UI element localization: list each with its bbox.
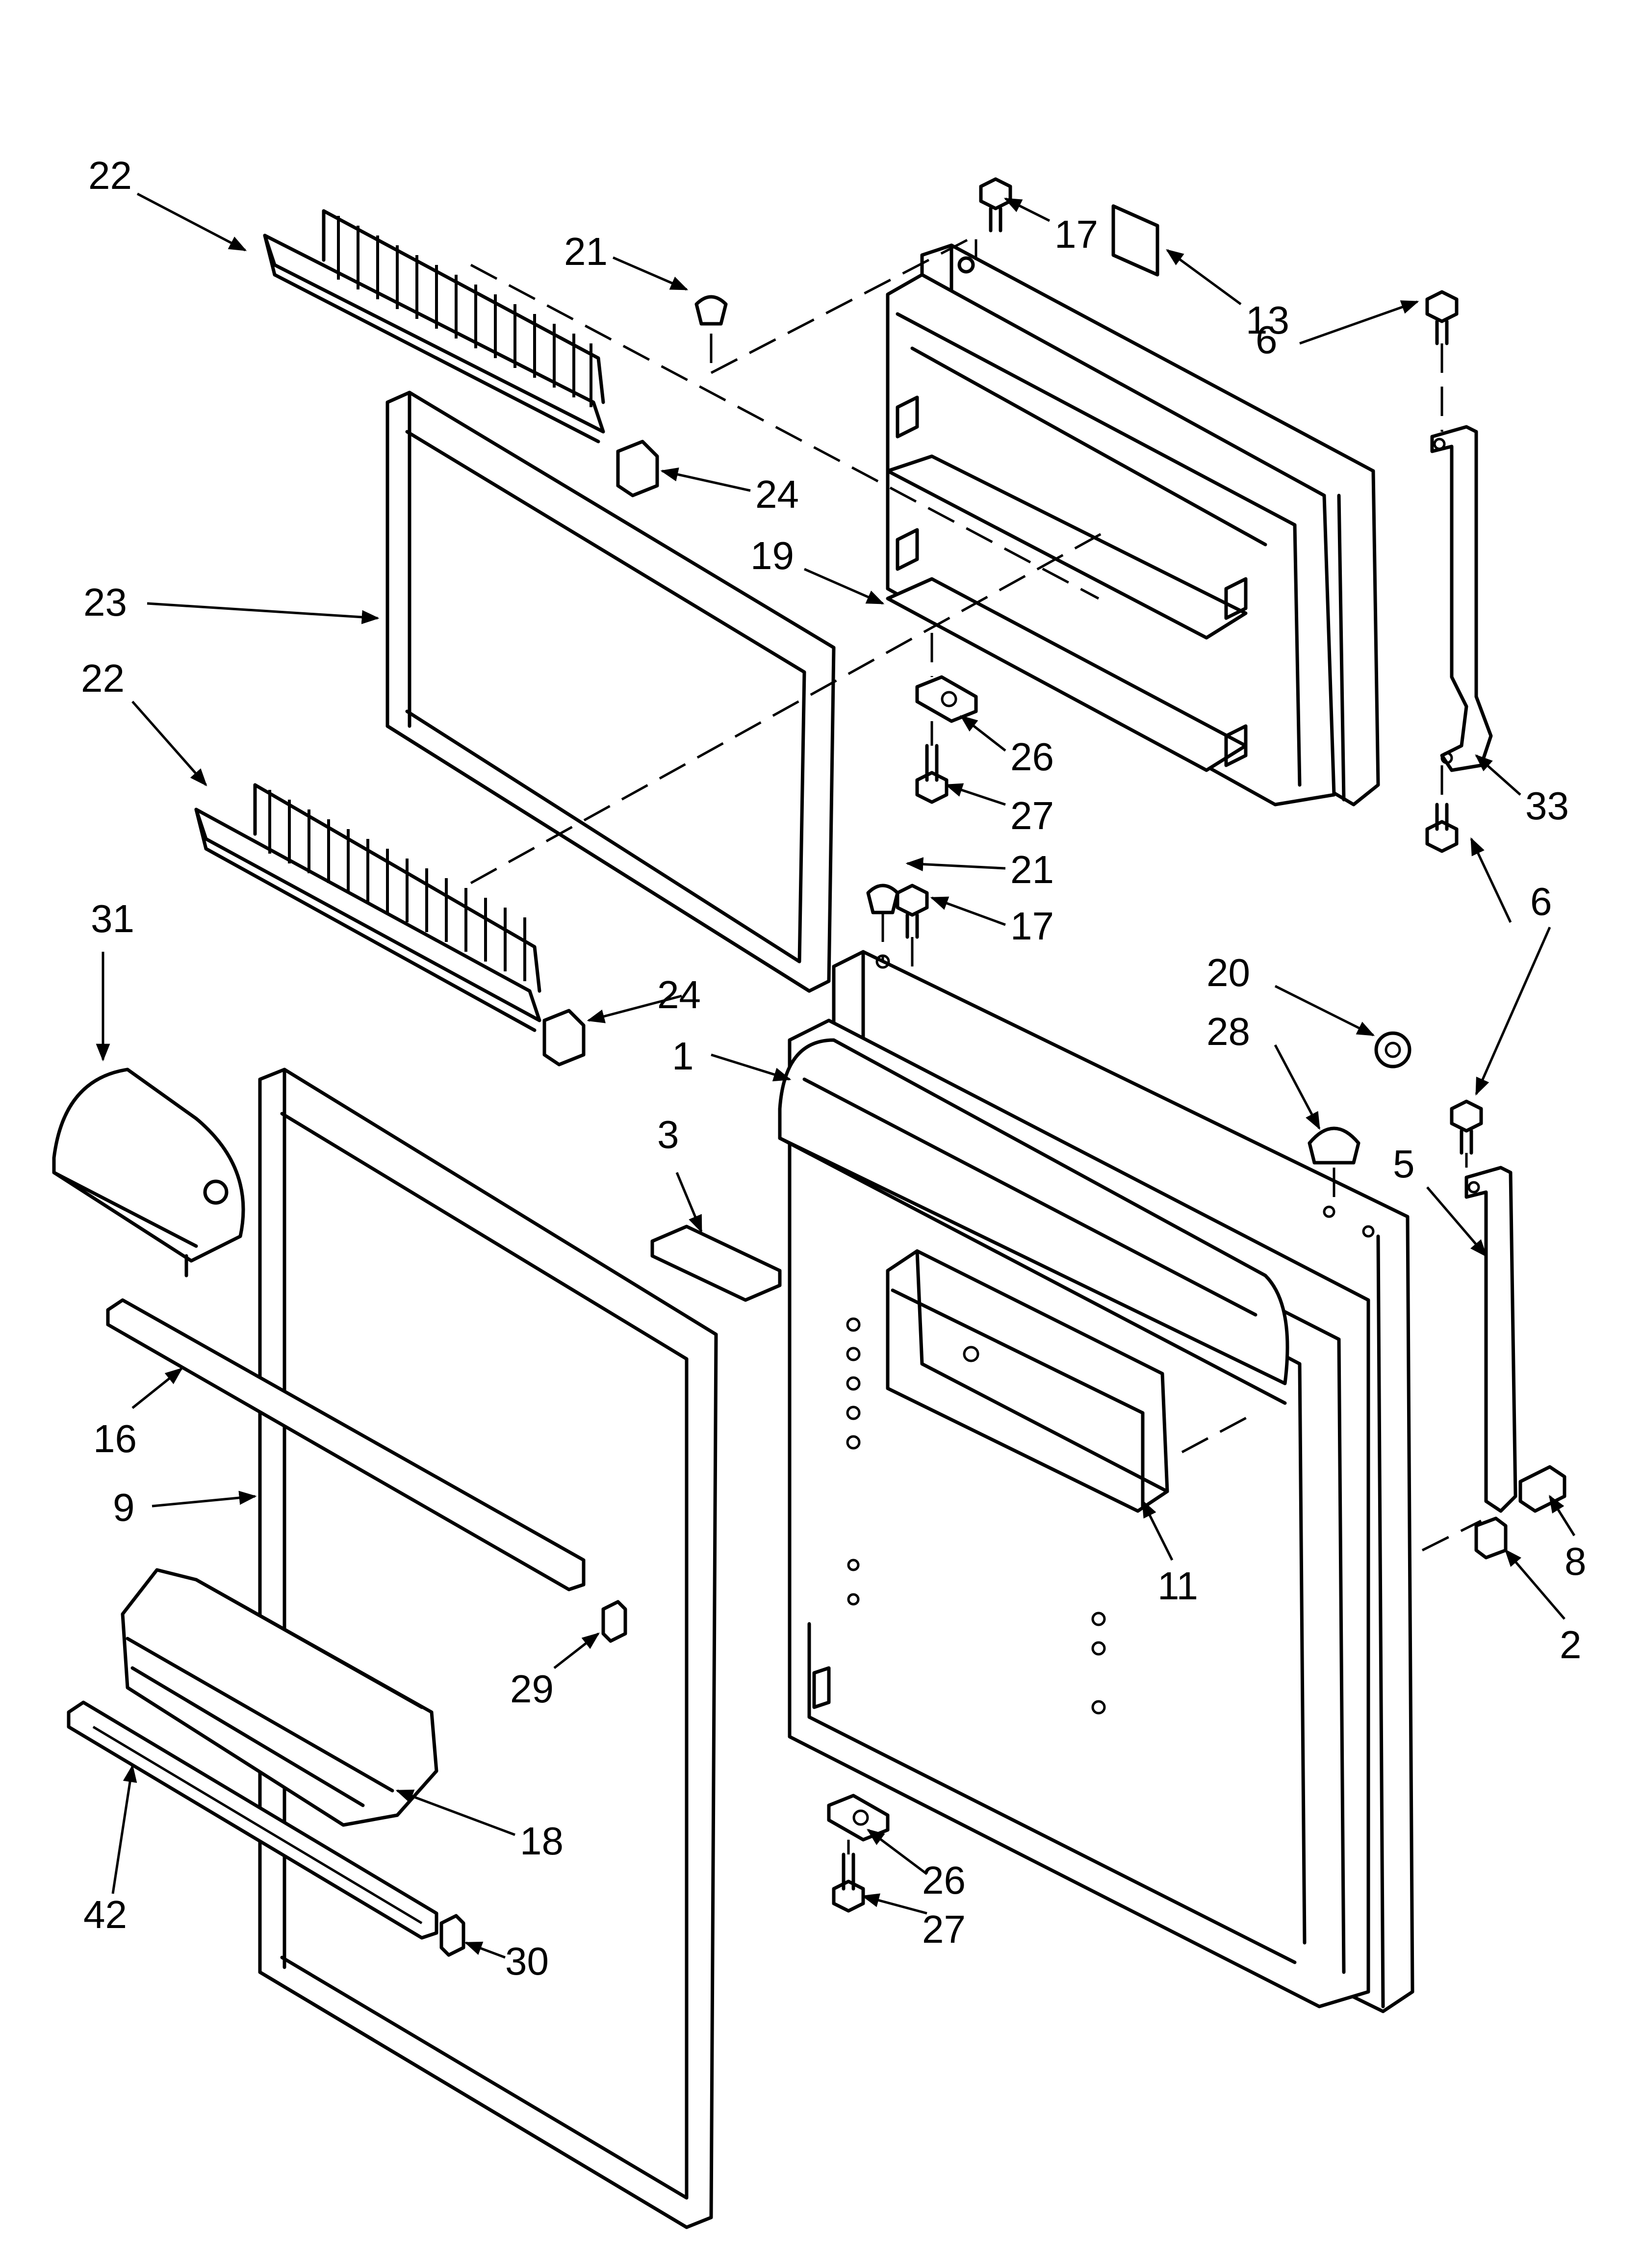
callout-42: 42 (83, 1893, 127, 1936)
pin-8 (1518, 1465, 1566, 1513)
callout-8: 8 (1565, 1539, 1587, 1583)
door-shelf-basket-lower (194, 783, 541, 1032)
clip-29 (601, 1600, 627, 1643)
callout-28: 28 (1206, 1010, 1250, 1053)
callout-29: 29 (510, 1667, 554, 1711)
screw-6-lower (1450, 1099, 1483, 1155)
callout-labels: 22 21 17 13 6 24 19 23 26 27 33 22 21 17… (81, 154, 1587, 1983)
callout-30: 30 (505, 1939, 549, 1983)
callout-17-lower: 17 (1010, 904, 1054, 948)
bushing-2 (1474, 1516, 1508, 1560)
alignment-lines (470, 233, 1482, 1854)
label-13 (1111, 204, 1159, 277)
callout-6-top: 6 (1256, 318, 1278, 362)
callout-22-upper: 22 (88, 154, 132, 197)
callout-27-lower: 27 (922, 1907, 966, 1951)
callout-26-lower: 26 (922, 1858, 966, 1902)
callout-5: 5 (1393, 1142, 1415, 1186)
callout-33: 33 (1525, 784, 1569, 828)
callout-18: 18 (520, 1819, 564, 1863)
callout-17-upper: 17 (1054, 212, 1098, 256)
hinge-26-lower (827, 1794, 890, 1842)
callout-11: 11 (1157, 1564, 1198, 1608)
nut-20 (1374, 1031, 1411, 1069)
screw-6-top (1425, 290, 1459, 345)
callout-27-upper: 27 (1010, 794, 1054, 837)
clip-30 (439, 1914, 465, 1957)
freezer-door-gasket (385, 391, 836, 993)
shelf-retainer-clip-upper (616, 440, 659, 497)
callout-24-upper: 24 (755, 472, 799, 516)
hinge-cover-33 (1430, 425, 1493, 772)
shelf-retainer-clip-lower (542, 1009, 586, 1067)
callout-23: 23 (83, 580, 127, 624)
callout-24-lower: 24 (657, 973, 701, 1017)
callout-21-upper: 21 (564, 230, 608, 273)
screw-17-lower (896, 884, 929, 939)
callout-6-lower: 6 (1530, 880, 1552, 923)
callout-13: 13 (1246, 298, 1289, 342)
dairy-cover-31 (52, 1068, 245, 1277)
door-shelf-basket-upper (263, 209, 605, 443)
screw-17-upper (979, 177, 1012, 233)
callout-9: 9 (113, 1486, 135, 1529)
leader-arrows (96, 192, 1576, 1959)
callout-19: 19 (750, 534, 794, 577)
callout-3: 3 (657, 1113, 679, 1156)
callout-21-lower: 21 (1010, 848, 1054, 891)
door-bin-18 (121, 1568, 438, 1827)
callout-22-lower: 22 (81, 656, 125, 700)
plug-21-upper (694, 295, 728, 326)
door-trim-42 (67, 1700, 438, 1940)
fresh-food-door (778, 950, 1414, 2013)
callout-26-upper: 26 (1010, 735, 1054, 779)
callout-31: 31 (91, 897, 134, 940)
screw-6-mid (1425, 803, 1459, 853)
callout-16: 16 (93, 1417, 137, 1460)
hinge-26-upper (915, 675, 978, 723)
freezer-door (886, 243, 1380, 807)
door-shelf-bar-16 (106, 1298, 586, 1591)
pad-3 (650, 1225, 782, 1302)
hinge-5 (1464, 1166, 1517, 1513)
screw-27-upper (915, 744, 949, 804)
callout-20: 20 (1206, 951, 1250, 994)
plug-21-lower (866, 884, 899, 914)
plug-28 (1308, 1126, 1360, 1165)
callout-2: 2 (1560, 1623, 1582, 1667)
fresh-food-door-gasket (258, 1068, 718, 2229)
screw-27-lower (832, 1852, 865, 1913)
callout-1: 1 (672, 1034, 694, 1078)
